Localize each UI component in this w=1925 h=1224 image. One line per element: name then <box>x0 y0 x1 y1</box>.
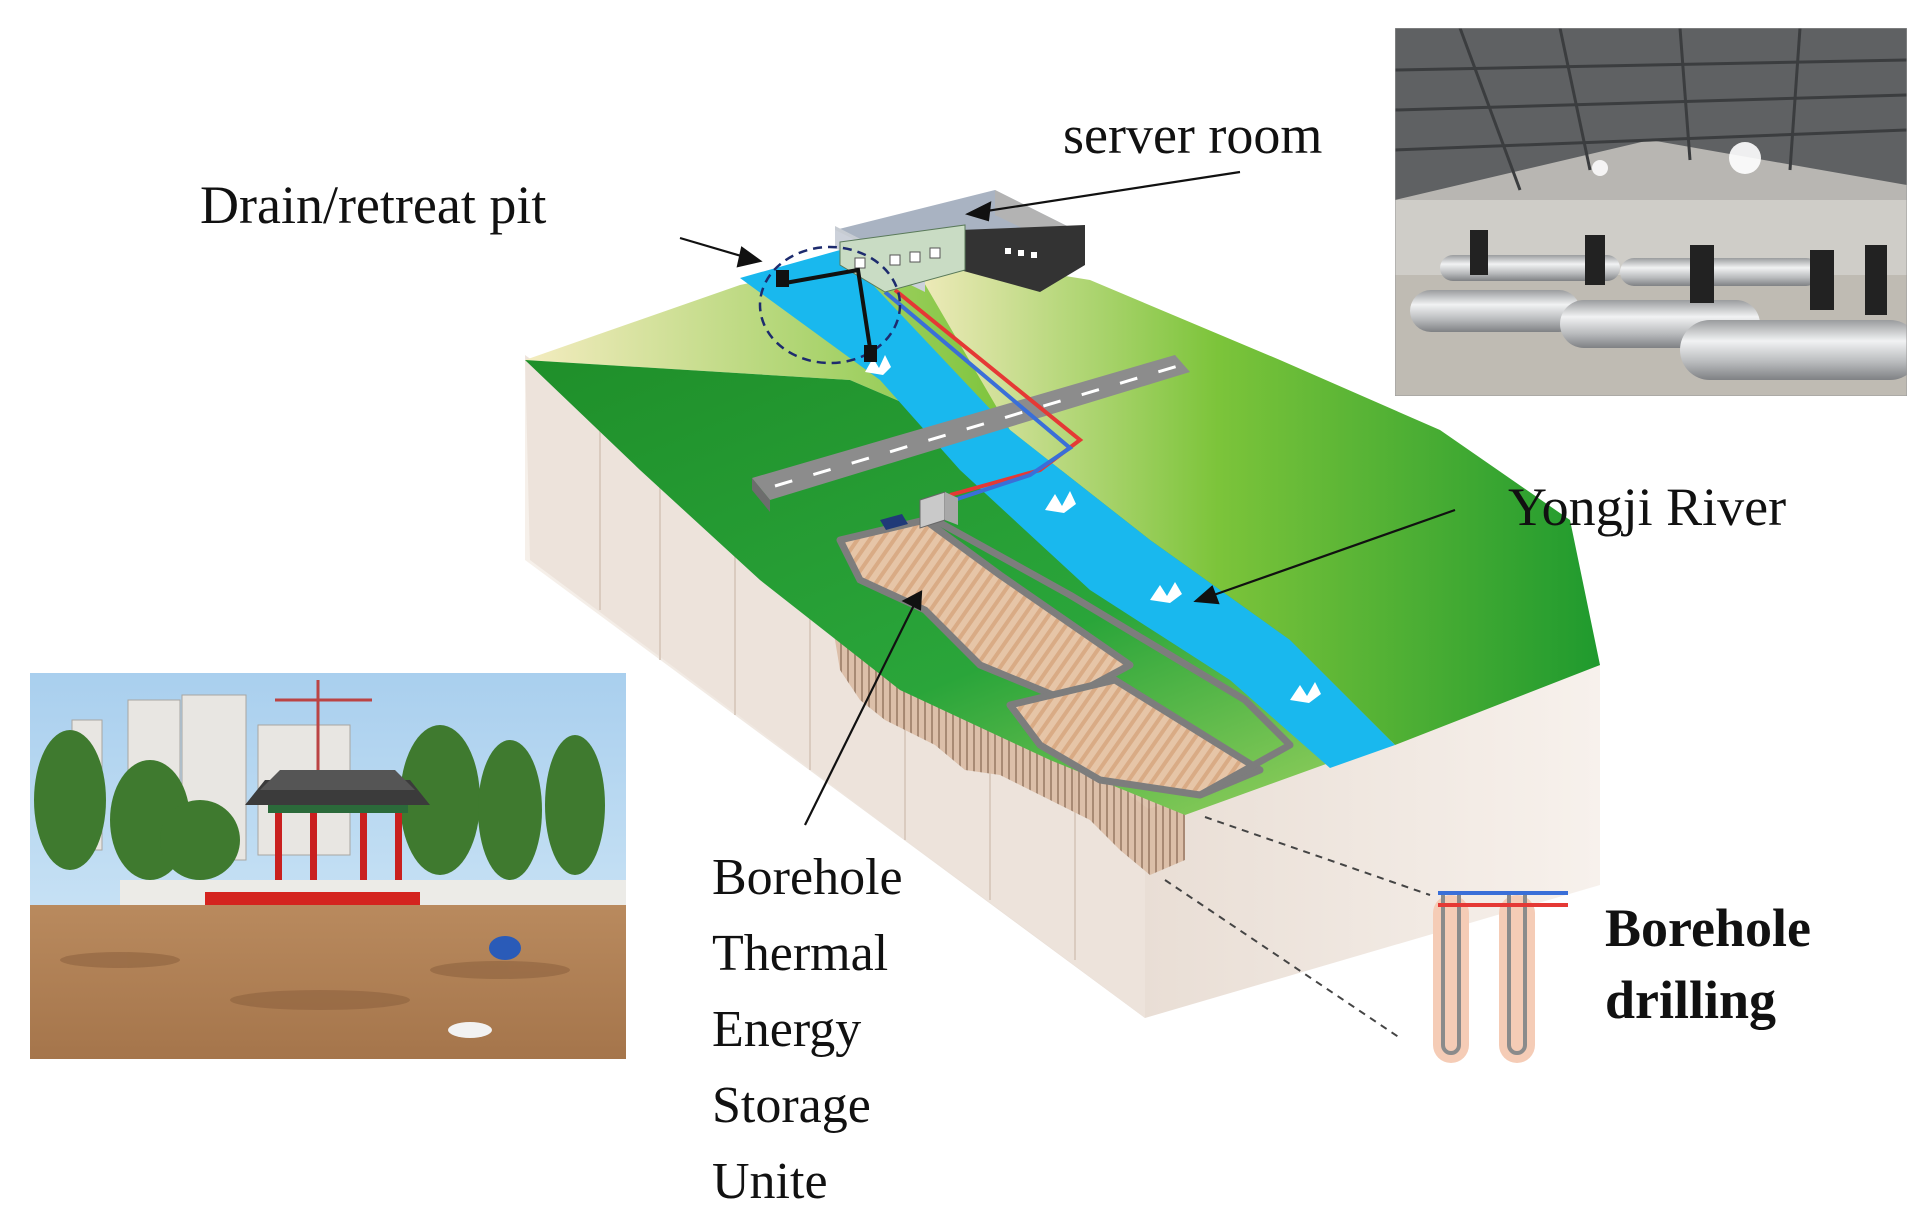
drain-pit-marker <box>758 245 902 365</box>
detail-leaders <box>1164 816 1431 1039</box>
pavilion <box>245 770 430 888</box>
right-bank <box>905 250 1600 745</box>
site-photo <box>30 673 626 1059</box>
label-borehole-drilling: Borehole drilling <box>1605 892 1811 1036</box>
label-btes-line-3: Energy <box>712 1001 862 1058</box>
label-btes-line-5: Unite <box>712 1153 828 1210</box>
label-btes: Borehole Thermal Energy Storage Unite <box>712 840 903 1220</box>
pipe-cold <box>883 290 1074 505</box>
label-borehole-drilling-line-2: drilling <box>1605 970 1777 1030</box>
server-room-building <box>835 190 1085 293</box>
label-drain-pit: Drain/retreat pit <box>200 175 547 235</box>
pump-house <box>880 491 958 530</box>
server-room-photo <box>1395 28 1907 396</box>
river-ripples <box>865 355 1321 703</box>
label-btes-line-2: Thermal <box>712 925 889 982</box>
soil-face-front <box>1145 665 1600 1018</box>
label-server-room: server room <box>1063 105 1323 165</box>
terrain-block <box>525 190 1600 1018</box>
callout-arrows <box>679 170 1456 826</box>
label-borehole-drilling-line-1: Borehole <box>1605 898 1811 958</box>
borehole-u-tube-icon <box>1433 891 1568 1063</box>
soil-face-left-main <box>525 355 1150 1018</box>
label-river: Yongji River <box>1508 477 1787 537</box>
label-btes-line-4: Storage <box>712 1077 871 1134</box>
label-btes-line-1: Borehole <box>712 849 903 906</box>
